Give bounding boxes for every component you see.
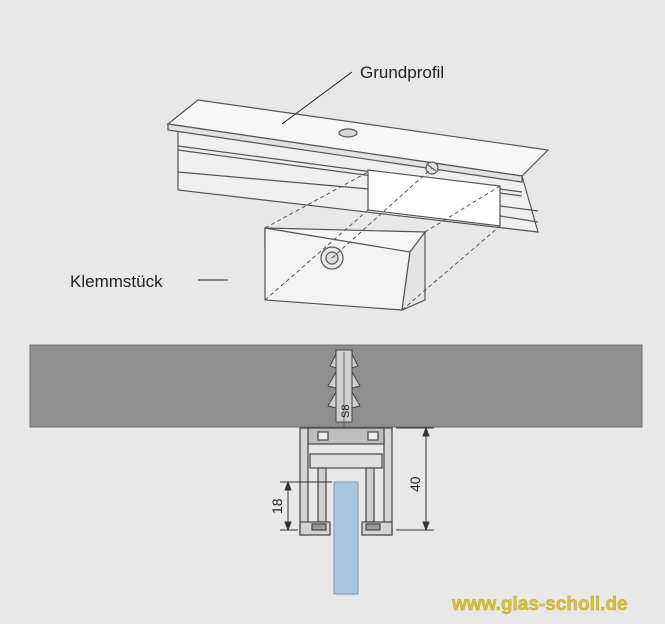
projection-lines: [264, 167, 501, 311]
screw-size-label: S8: [340, 405, 352, 418]
grundprofil-leader: [281, 71, 353, 125]
grundprofil-part: [166, 99, 550, 233]
watermark: www.glas-scholl.de: [451, 594, 628, 615]
dimension-glass-label: 18: [269, 498, 285, 514]
dimension-height: [396, 426, 434, 532]
klemmstueck-label: Klemmstück: [70, 272, 163, 291]
profile-section: [299, 427, 393, 536]
dimension-glass: [280, 480, 332, 532]
klemmstueck-part: [264, 227, 427, 311]
dimension-height-label: 40: [407, 476, 423, 492]
glass-pane: [333, 481, 359, 595]
grundprofil-label: Grundprofil: [360, 63, 444, 82]
anchor-dowel: [327, 349, 361, 428]
